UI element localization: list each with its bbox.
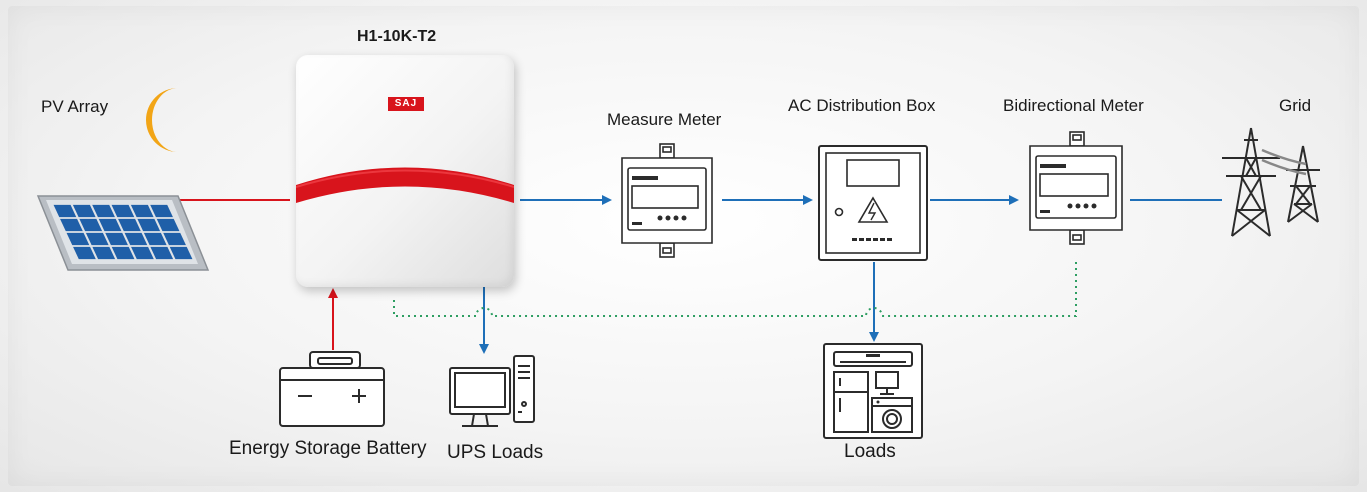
moon-icon <box>146 88 178 152</box>
solar-cell <box>85 232 109 246</box>
inverter-brand-logo: SAJ <box>388 97 424 111</box>
solar-cell <box>130 204 154 218</box>
solar-cell <box>98 218 122 232</box>
measure-meter-label: Measure Meter <box>607 110 722 129</box>
bidirectional-meter-icon <box>1029 131 1123 245</box>
inverter-device: SAJ <box>296 55 514 287</box>
battery-icon <box>279 351 385 427</box>
solar-cell <box>92 246 116 260</box>
solar-panel-icon <box>36 195 210 271</box>
solar-cell <box>92 204 115 218</box>
ups-loads-label: UPS Loads <box>447 442 544 463</box>
pv-array-label: PV Array <box>41 97 109 116</box>
solar-cell <box>73 246 96 260</box>
solar-cell <box>118 218 141 232</box>
grid-label: Grid <box>1279 96 1312 115</box>
inverter-model-title: H1-10K-T2 <box>357 28 437 45</box>
loads-label: Loads <box>844 441 896 462</box>
energy-storage-battery-label: Energy Storage Battery <box>229 438 427 459</box>
grid-tower-icon <box>1222 127 1320 237</box>
bidirectional-meter-label: Bidirectional Meter <box>1003 96 1144 115</box>
solar-cell <box>60 218 83 232</box>
ac-distribution-box-icon <box>818 145 928 261</box>
solar-cell <box>150 246 174 260</box>
solar-cell <box>150 204 173 218</box>
solar-cell <box>66 232 90 246</box>
solar-cell <box>105 232 128 246</box>
ac-distribution-box-label: AC Distribution Box <box>788 96 936 115</box>
solar-cell <box>143 232 167 246</box>
solar-cell <box>124 232 148 246</box>
measure-meter-icon <box>621 143 713 258</box>
communication-line <box>393 258 1077 317</box>
solar-cell <box>156 218 180 232</box>
solar-cell <box>169 246 193 260</box>
solar-cell <box>111 246 135 260</box>
computer-icon <box>449 355 535 427</box>
solar-cell <box>53 204 77 218</box>
solar-cell <box>79 218 103 232</box>
inverter-red-band <box>296 167 514 203</box>
solar-cell <box>72 204 96 218</box>
solar-cell <box>111 204 135 218</box>
solar-cell <box>137 218 161 232</box>
solar-cell <box>163 232 186 246</box>
appliances-icon <box>823 343 923 439</box>
solar-cell <box>131 246 154 260</box>
